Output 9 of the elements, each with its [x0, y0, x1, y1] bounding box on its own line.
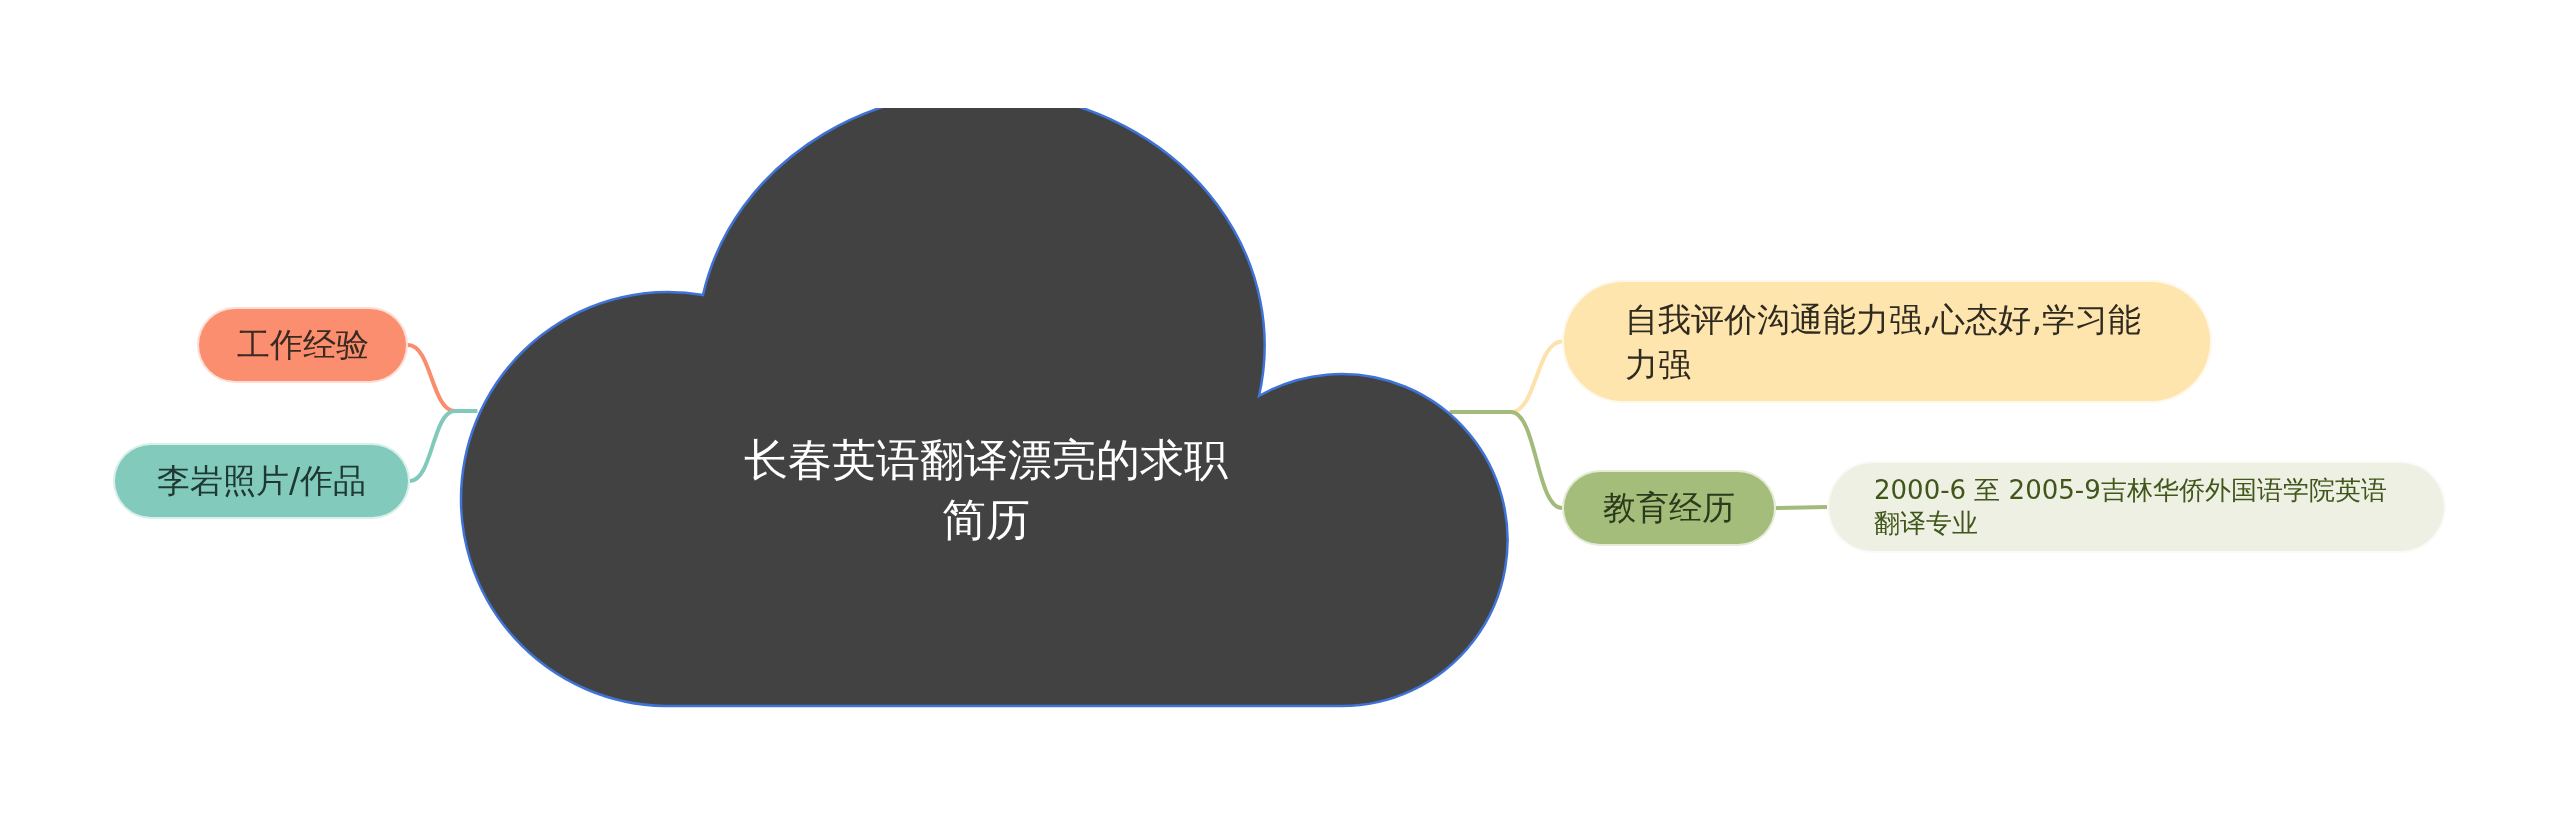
connector-line: [409, 409, 478, 483]
topic-label: 工作经验: [236, 324, 369, 366]
topic-label: 教育经历: [1603, 487, 1735, 529]
connector-line: [1449, 410, 1563, 510]
connector-line: [1775, 505, 1828, 510]
topic-label: 自我评价沟通能力强,心态好,学习能力强: [1625, 298, 2142, 386]
topic-label: 李岩照片/作品: [156, 460, 367, 502]
topic-label: 2000-6 至 2005-9吉林华侨外国语学院英语翻译专业: [1874, 474, 2388, 540]
central-topic-label: 长春英语翻译漂亮的求职简历: [743, 433, 1229, 547]
